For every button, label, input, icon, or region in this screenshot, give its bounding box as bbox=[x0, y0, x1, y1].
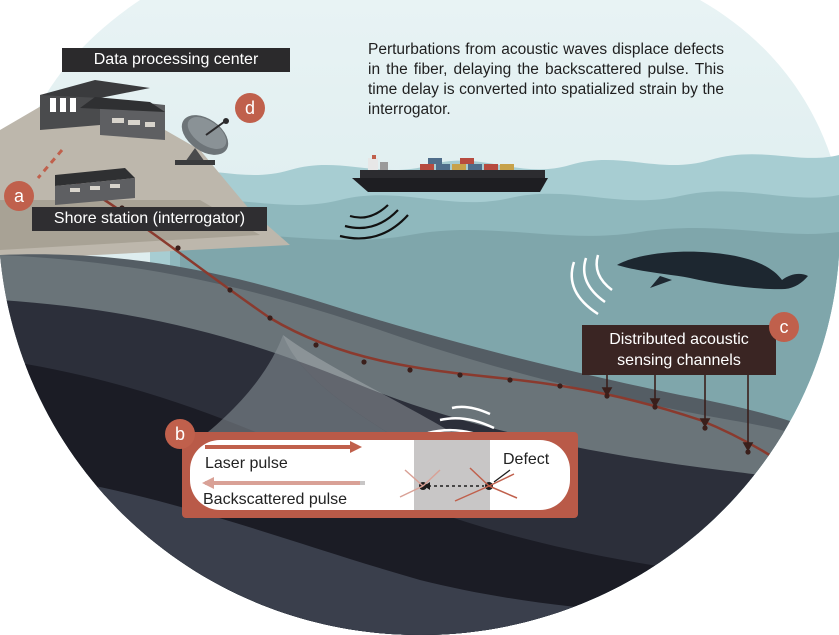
scatter-rays bbox=[399, 467, 518, 502]
channel-dot bbox=[267, 315, 273, 321]
whale-icon bbox=[617, 251, 808, 290]
channel-dot bbox=[313, 342, 319, 348]
fiber-cable bbox=[64, 173, 791, 470]
fiber-detail-panel bbox=[182, 432, 578, 518]
sound-wave-icon bbox=[570, 254, 613, 316]
channel-dot bbox=[702, 425, 708, 431]
channel-dot bbox=[557, 383, 563, 389]
channel-dot bbox=[457, 372, 463, 378]
building-icon bbox=[55, 168, 135, 205]
satellite-dish-icon bbox=[175, 115, 229, 165]
channel-dot bbox=[407, 367, 413, 373]
data-center-label: Data processing center bbox=[62, 48, 290, 72]
channel-dot bbox=[361, 359, 367, 365]
laser-pulse-arrowhead bbox=[350, 441, 362, 453]
backscatter-arrowhead bbox=[202, 477, 214, 489]
das-channel-arrows bbox=[601, 375, 754, 452]
edge-mask-right bbox=[700, 0, 839, 170]
channel-dot bbox=[227, 287, 233, 293]
defect-label: Defect bbox=[503, 451, 550, 468]
marker-a: a bbox=[4, 181, 34, 211]
building-icon bbox=[40, 80, 165, 140]
channel-dot bbox=[175, 245, 181, 251]
das-channels-label: Distributed acoustic sensing channels bbox=[582, 325, 776, 375]
laser-pulse-label: Laser pulse bbox=[205, 455, 288, 472]
marker-d: d bbox=[235, 93, 265, 123]
defect-pointer bbox=[493, 469, 511, 483]
marker-c: c bbox=[769, 312, 799, 342]
das-channels-line-2: sensing channels bbox=[617, 352, 741, 369]
zoom-cone bbox=[185, 335, 415, 450]
sound-wave-icon bbox=[339, 204, 409, 240]
cable-channel-dots bbox=[119, 205, 751, 455]
channel-dot bbox=[745, 449, 751, 455]
marker-b: b bbox=[165, 419, 195, 449]
defect-region bbox=[414, 440, 490, 510]
channel-dot bbox=[507, 377, 513, 383]
cargo-ship-icon bbox=[352, 155, 548, 192]
description-text: Perturbations from acoustic waves displa… bbox=[368, 41, 724, 118]
shore-station-label: Shore station (interrogator) bbox=[32, 207, 267, 231]
das-channels-line-1: Distributed acoustic bbox=[609, 331, 749, 348]
backscattered-pulse-label: Backscattered pulse bbox=[203, 491, 348, 508]
zoom-cone-highlight bbox=[283, 335, 480, 450]
